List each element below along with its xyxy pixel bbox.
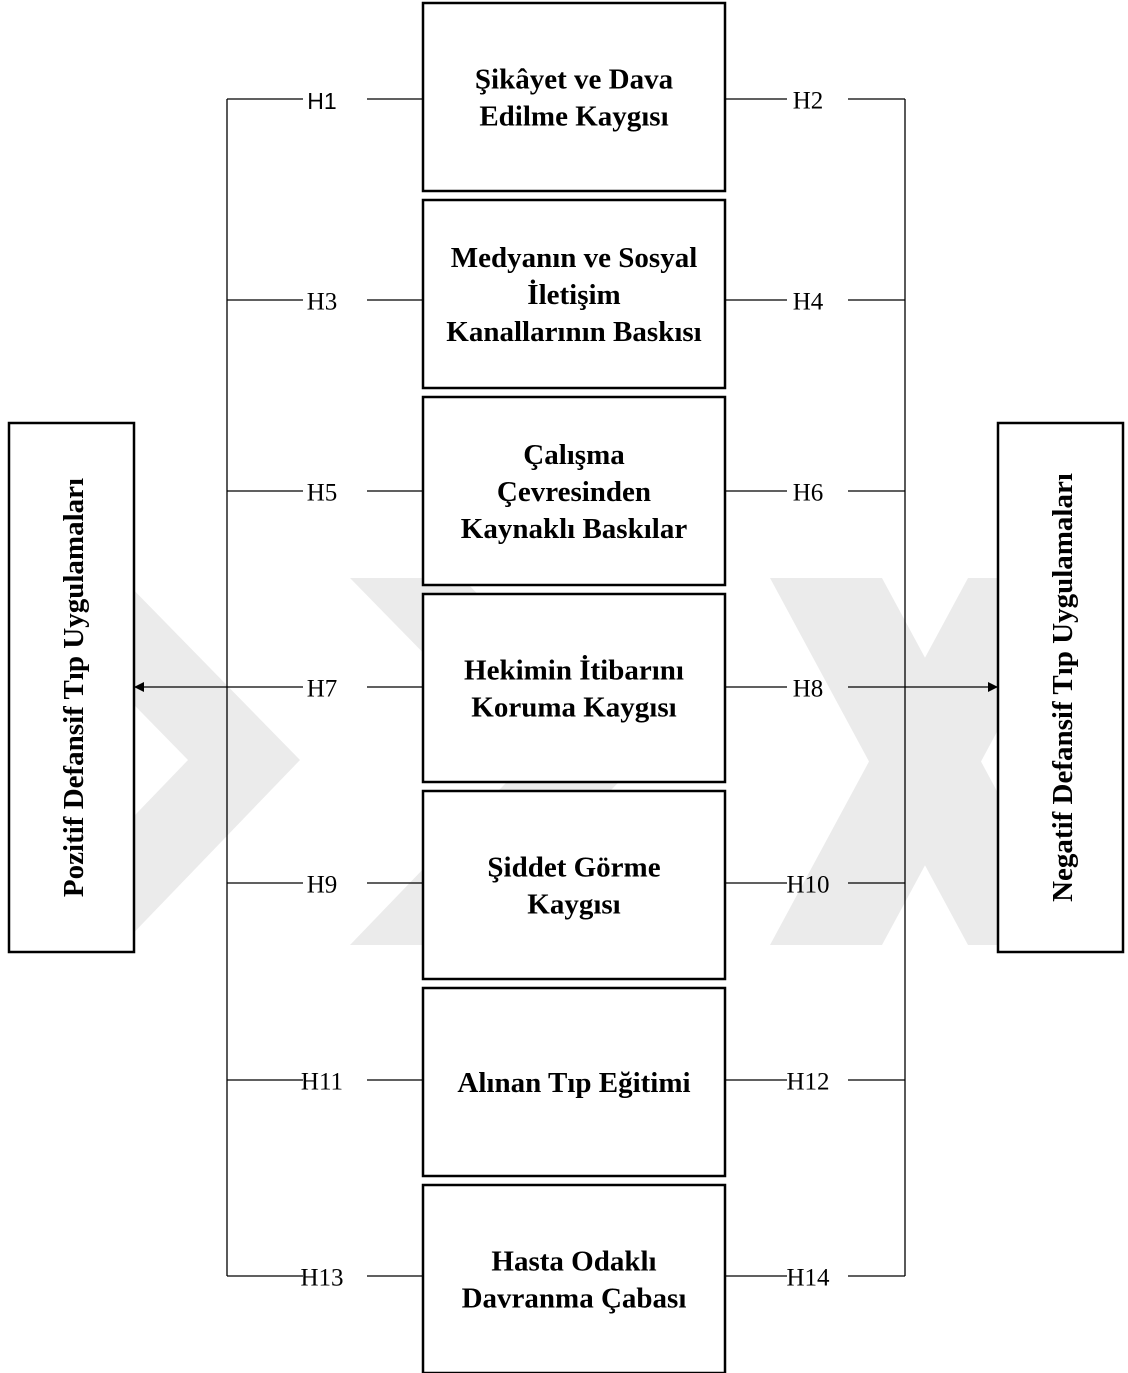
factor-label-line: Koruma Kaygısı [471, 692, 676, 724]
factor-label-line: Kaynaklı Baskılar [461, 513, 688, 545]
hypothesis-label-left: H11 [301, 1069, 343, 1096]
hypothesis-label-left: H13 [300, 1265, 343, 1292]
hypothesis-label-left: H1 [307, 88, 336, 114]
left-outcome-box: Pozitif Defansif Tıp Uygulamaları [7, 421, 136, 954]
hypothesis-label-right: H8 [793, 676, 824, 703]
hypothesis-label-right: H4 [793, 289, 824, 316]
factor-label-line: Edilme Kaygısı [479, 101, 668, 133]
hypothesis-label-right: H2 [793, 88, 824, 115]
hypothesis-label-left: H5 [307, 480, 338, 507]
hypothesis-label-right: H12 [786, 1069, 829, 1096]
factor-label-line: Hasta Odaklı [491, 1246, 656, 1278]
factor-label-line: Çevresinden [497, 476, 651, 508]
factor-box: Alınan Tıp Eğitimi [421, 986, 727, 1178]
hypothesis-label-right: H10 [786, 872, 829, 899]
factor-label-line: Kanallarının Baskısı [446, 316, 701, 348]
factor-label-line: Davranma Çabası [462, 1283, 687, 1315]
factor-label-line: Kaygısı [527, 889, 620, 921]
factor-label-line: Şiddet Görme [487, 852, 660, 884]
factor-label-line: Alınan Tıp Eğitimi [457, 1067, 690, 1099]
factor-label-line: Medyanın ve Sosyal [451, 242, 698, 274]
factor-label-line: Hekimin İtibarını [464, 654, 684, 687]
right-outcome-label: Negatif Defansif Tıp Uygulamaları [1047, 473, 1079, 902]
left-outcome-label: Pozitif Defansif Tıp Uygulamaları [58, 478, 90, 897]
right-outcome-box: Negatif Defansif Tıp Uygulamaları [996, 421, 1125, 954]
hypothesis-label-right: H14 [786, 1265, 830, 1292]
connector-lines [134, 98, 998, 1277]
hypothesis-label-left: H7 [307, 676, 338, 703]
hypothesis-label-left: H9 [307, 872, 338, 899]
factor-label-line: Şikâyet ve Dava [475, 64, 674, 96]
factor-label-line: Çalışma [523, 439, 625, 471]
hypothesis-label-right: H6 [793, 480, 824, 507]
hypothesis-label-left: H3 [307, 289, 338, 316]
factor-label-line: İletişim [527, 278, 620, 311]
